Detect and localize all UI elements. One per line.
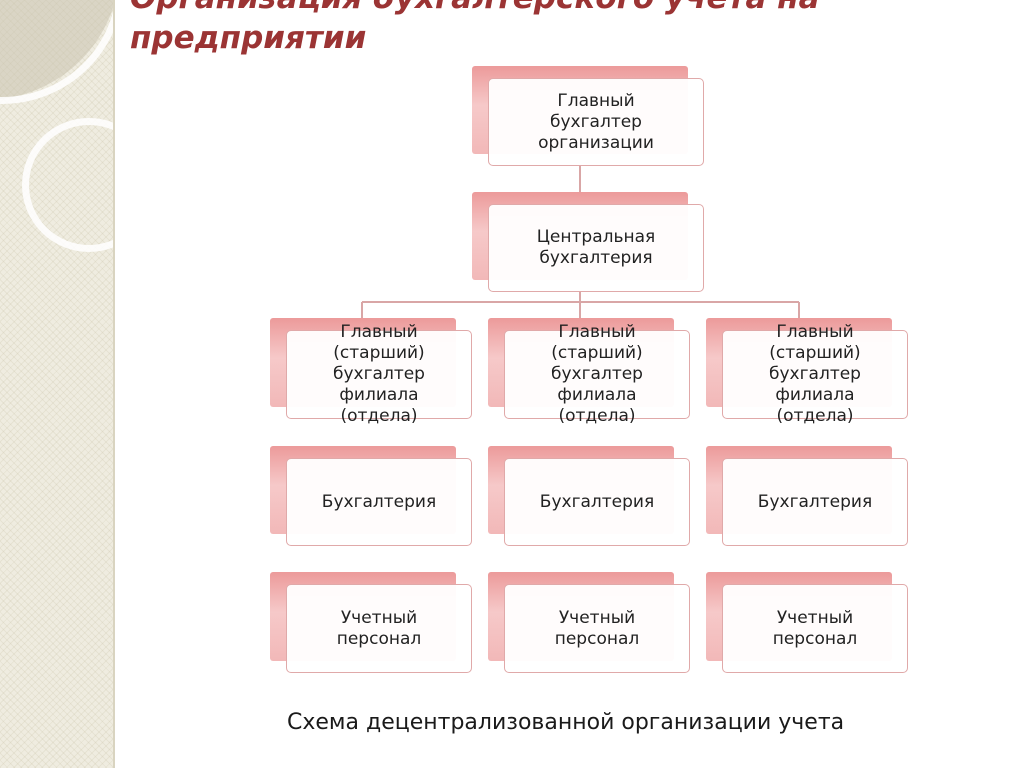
node-branch-2-staff: Учетный персонал [488,572,690,673]
node-label: Главный (старший) бухгалтер филиала (отд… [551,322,643,426]
node-label: Бухгалтерия [757,491,873,512]
node-card: Главный (старший) бухгалтер филиала (отд… [722,322,908,426]
node-branch-1-chief: Главный (старший) бухгалтер филиала (отд… [270,318,472,426]
node-card: Главный бухгалтер организации [488,78,704,166]
node-central-accounting: Центральная бухгалтерия [472,192,704,292]
node-label: Бухгалтерия [321,491,437,512]
node-card: Главный (старший) бухгалтер филиала (отд… [504,322,690,426]
node-label: Главный бухгалтер организации [538,90,654,153]
node-card: Бухгалтерия [722,458,908,546]
node-branch-2-accounting: Бухгалтерия [488,446,690,546]
node-branch-3-accounting: Бухгалтерия [706,446,908,546]
slide-title: Организация бухгалтерского учета на пред… [130,0,820,58]
node-card: Бухгалтерия [286,458,472,546]
node-card: Учетный персонал [722,584,908,673]
node-card: Центральная бухгалтерия [488,204,704,292]
slide-title-line-1: Организация бухгалтерского учета на [130,0,820,18]
node-branch-1-staff: Учетный персонал [270,572,472,673]
node-branch-3-staff: Учетный персонал [706,572,908,673]
node-label: Главный (старший) бухгалтер филиала (отд… [769,322,861,426]
node-label: Бухгалтерия [539,491,655,512]
node-card: Учетный персонал [286,584,472,673]
diagram-caption: Схема децентрализованной организации уче… [287,710,845,735]
node-branch-3-chief: Главный (старший) бухгалтер филиала (отд… [706,318,908,426]
node-chief-accountant: Главный бухгалтер организации [472,66,704,166]
node-label: Учетный персонал [772,607,858,649]
node-branch-2-chief: Главный (старший) бухгалтер филиала (отд… [488,318,690,426]
node-label: Учетный персонал [554,607,640,649]
node-branch-1-accounting: Бухгалтерия [270,446,472,546]
node-label: Главный (старший) бухгалтер филиала (отд… [333,322,425,426]
node-label: Учетный персонал [336,607,422,649]
node-card: Бухгалтерия [504,458,690,546]
node-label: Центральная бухгалтерия [536,227,656,268]
decorative-ring-middle [22,118,113,252]
side-panel-edge [113,0,115,768]
decorative-side-panel [0,0,113,768]
node-card: Учетный персонал [504,584,690,673]
slide-title-line-2: предприятии [130,20,367,56]
node-card: Главный (старший) бухгалтер филиала (отд… [286,322,472,426]
